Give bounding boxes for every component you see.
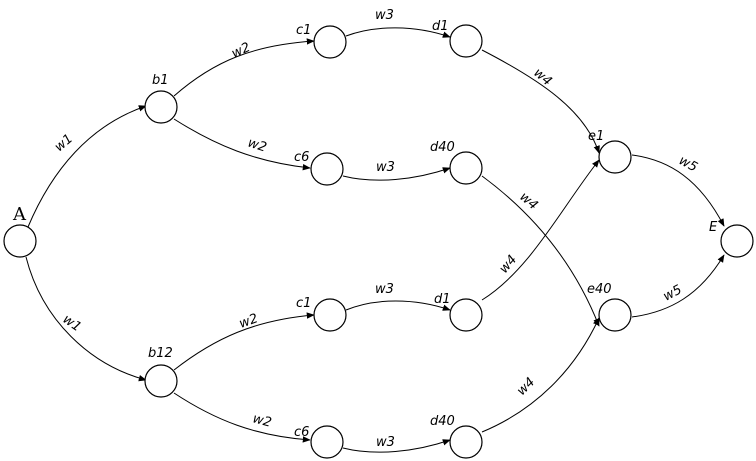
edge-label-d40bot-e40: w4 [514,375,538,399]
node-d1-top [449,24,483,58]
edges [25,27,725,453]
edge-b12-c1 [173,312,315,371]
edge-label-c1-d1-bot: w3 [375,282,394,297]
edge-label-c6-d40-top: w3 [376,160,395,175]
edge-c1-d1-top [345,27,451,38]
edge-label-b1-c6: w2 [246,136,269,156]
edge-label-d40top-e40: w4 [516,190,540,214]
edge-label-d1top-e1: w4 [530,66,554,90]
edge-c1-d1-bot [345,300,451,311]
node-d40-top [449,151,483,185]
edge-label-e40-E: w5 [661,282,685,304]
edge-label-b12-c6: w2 [251,411,273,430]
edge-b1-c6 [173,118,311,171]
node-label-e1: e1 [588,129,604,144]
node-label-c1-bot: c1 [296,296,311,311]
edge-label-b1-c1: w2 [229,40,252,62]
edge-label-d1bot-e1: w4 [497,252,521,276]
node-label-c1-top: c1 [296,23,311,38]
edge-label-b12-c1: w2 [237,311,260,332]
node-c1-bot [313,298,347,332]
edge-d1bot-e1 [481,159,600,301]
node-c1-top [313,25,347,59]
node-c6-bot [310,425,344,459]
edge-label-c6-d40-bot: w3 [376,435,395,450]
node-label-e40: e40 [587,282,612,297]
node-label-c6-top: c6 [294,150,309,165]
node-E [720,224,754,258]
node-d40-bot [449,425,483,459]
edge-label-A-b12: w1 [60,312,84,335]
node-label-d40-bot: d40 [430,414,455,429]
edge-b12-c6 [173,392,311,443]
node-A [3,224,37,258]
edge-d40bot-e40 [481,317,600,433]
edge-A-b12 [25,256,147,382]
node-label-b12: b12 [148,346,173,361]
node-d1-bot [449,298,483,332]
node-label-E: E [709,220,718,235]
node-e1 [598,140,632,174]
node-label-d1-top: d1 [432,19,449,34]
node-e40 [598,298,632,332]
edge-c6-d40-bot [342,439,451,453]
edge-d1top-e1 [481,49,600,154]
edge-e1-E [631,154,725,227]
node-c6-top [310,152,344,186]
node-b1 [144,90,178,124]
node-label-A: A [12,204,27,225]
edge-d40top-e40 [481,175,600,327]
node-label-c6-bot: c6 [294,425,309,440]
edge-A-b1 [27,105,147,228]
edge-labels: w1 w1 w2 w2 w2 w2 w3 w3 w3 w3 w4 w4 w4 w… [52,8,700,450]
node-label-b1: b1 [152,73,169,88]
node-labels: A b1 b12 c1 c6 c1 c6 d1 d40 d1 d40 e1 e4… [12,19,718,440]
node-b12 [144,364,178,398]
edge-c6-d40-top [342,167,451,181]
edge-e40-E [631,254,725,318]
edge-label-c1-d1-top: w3 [375,8,394,23]
edge-label-A-b1: w1 [52,131,76,155]
node-label-d40-top: d40 [430,140,455,155]
nodes [3,24,754,459]
edge-b1-c1 [173,38,315,97]
node-label-d1-bot: d1 [434,292,451,307]
